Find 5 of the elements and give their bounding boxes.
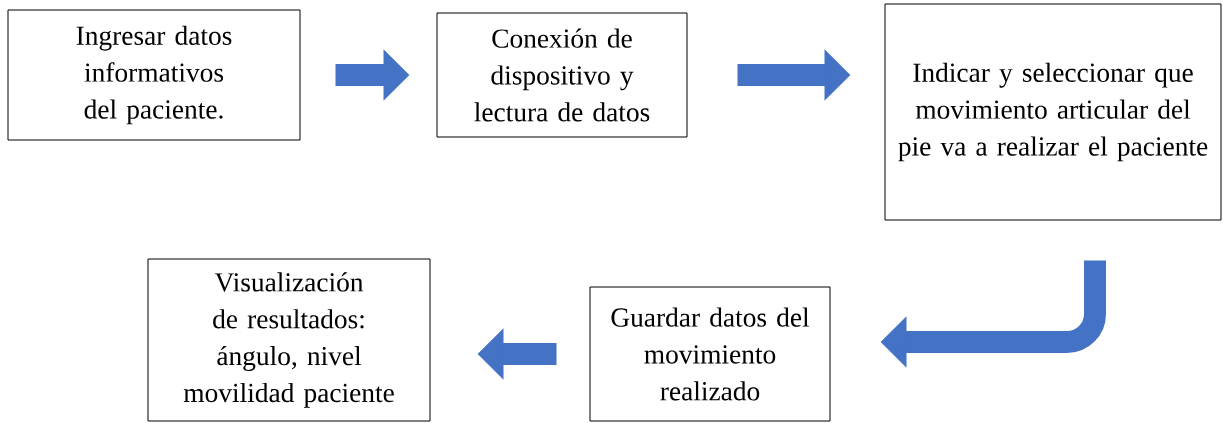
process-box: Visualización de resultados: ángulo, nivel movilidad paciente	[147, 258, 431, 422]
process-box: Conexión de dispositivo y lectura de datos	[436, 12, 688, 138]
process-box: Guardar datos del movimiento realizado	[589, 286, 831, 422]
process-box: Indicar y seleccionar que movimiento articular del pie va a realizar el paciente	[884, 3, 1222, 221]
process-box: Ingresar datos informativos del paciente.	[7, 9, 301, 141]
